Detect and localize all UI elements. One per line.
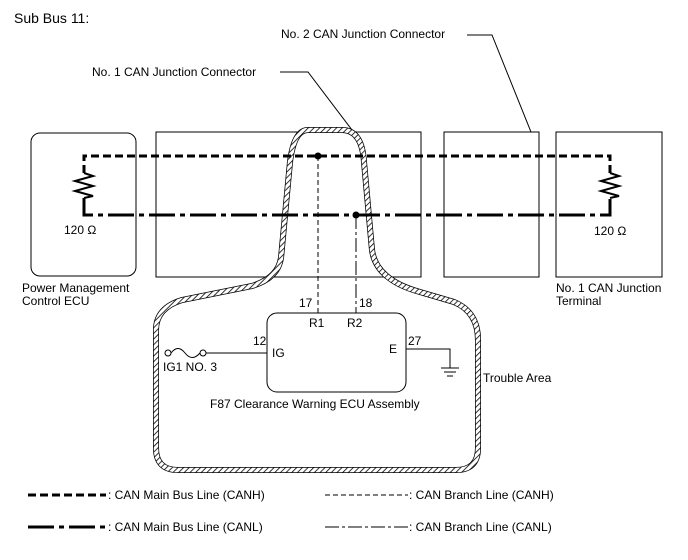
fuse-left-terminal: [164, 349, 172, 357]
no2-junction-connector-box: [443, 131, 540, 278]
legend-main-canl-label: : CAN Main Bus Line (CANL): [108, 520, 263, 534]
pin-number-27: 27: [408, 334, 422, 348]
right-120-ohm-resistor: [597, 172, 623, 199]
trouble-area-label: Trouble Area: [483, 371, 552, 385]
no1-junction-terminal-box: [555, 131, 663, 278]
terminal-r1-label: R1: [309, 316, 325, 330]
fuse-right-terminal: [199, 349, 207, 357]
power-management-ecu-box: [30, 132, 137, 277]
left-resistor-label: 120 Ω: [64, 223, 96, 237]
legend-branch-canh-label: : CAN Branch Line (CANH): [409, 488, 554, 502]
no1-junction-connector-label: No. 1 CAN Junction Connector: [92, 65, 256, 79]
no2-connector-leader: [467, 34, 532, 133]
terminal-r2-label: R2: [347, 316, 363, 330]
can-main-bus-canl: [82, 198, 612, 217]
junction-terminal-label-line1: No. 1 CAN Junction: [556, 281, 661, 295]
trouble-area-hatch: [153, 127, 481, 473]
no1-connector-leader: [280, 71, 353, 131]
fuse-icon: [170, 348, 201, 358]
legend-main-canh-label: : CAN Main Bus Line (CANH): [108, 488, 265, 502]
fuse-label: IG1 NO. 3: [163, 360, 217, 374]
left-120-ohm-resistor: [71, 172, 97, 199]
pin-number-18: 18: [359, 296, 373, 310]
no1-junction-connector-box: [155, 131, 422, 278]
right-resistor-label: 120 Ω: [594, 224, 626, 238]
clearance-warning-ecu-box: [266, 312, 407, 393]
page-title: Sub Bus 11:: [14, 10, 89, 26]
terminal-e-label: E: [389, 342, 397, 356]
terminal-ig-label: IG: [272, 346, 285, 360]
trouble-area-outline: [153, 127, 481, 473]
junction-terminal-label-line2: Terminal: [556, 294, 601, 308]
no2-junction-connector-label: No. 2 CAN Junction Connector: [281, 27, 445, 41]
ecu-name-label: F87 Clearance Warning ECU Assembly: [210, 397, 420, 411]
pin-number-17: 17: [299, 296, 313, 310]
ground-wire: [406, 348, 451, 368]
can-main-bus-canh: [82, 154, 612, 173]
pin-number-12: 12: [253, 334, 267, 348]
power-management-ecu-label-line2: Control ECU: [22, 294, 89, 308]
power-management-ecu-label-line1: Power Management: [22, 281, 130, 295]
legend-branch-canl-label: : CAN Branch Line (CANL): [409, 520, 552, 534]
